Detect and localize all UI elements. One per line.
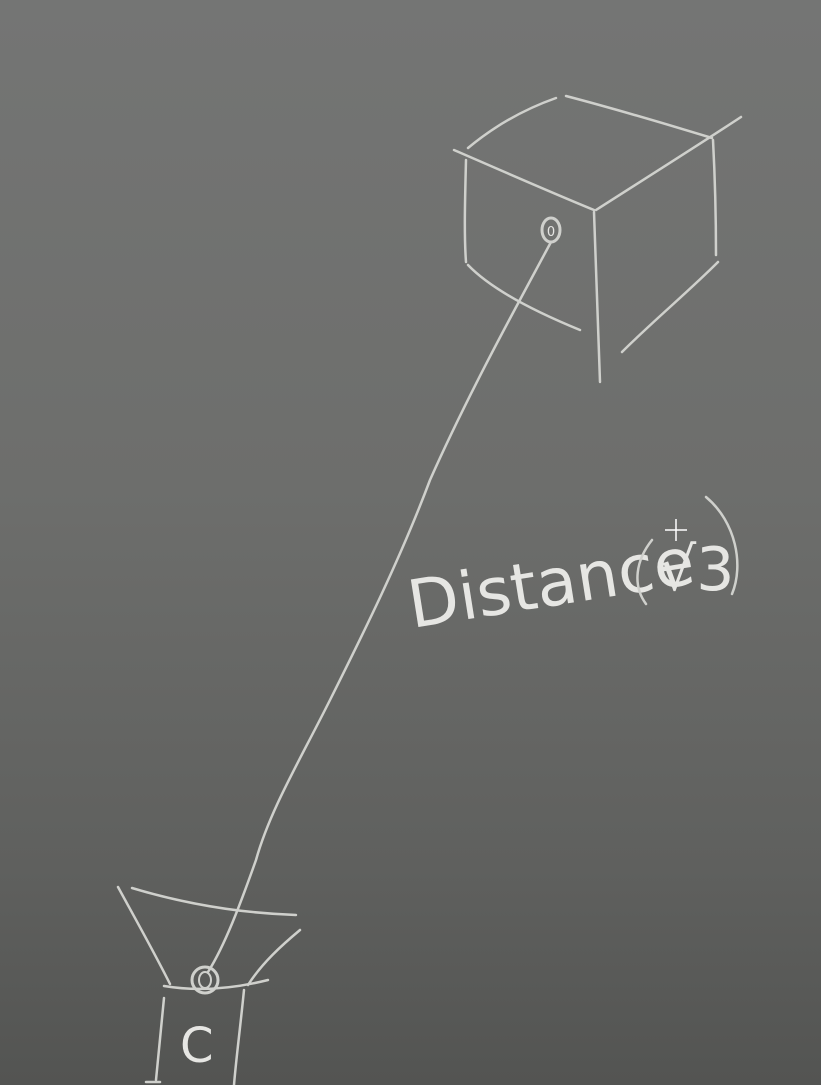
cube-point-glyph: 0 bbox=[547, 225, 555, 240]
cube-front-vertical-edge bbox=[592, 210, 602, 384]
camera-frustum-left-edge bbox=[116, 885, 172, 986]
distance-ray-line bbox=[206, 240, 553, 974]
cube-top-right-edge bbox=[594, 115, 743, 212]
cube-top-back-edge bbox=[564, 94, 714, 140]
camera-frustum-top-edge bbox=[130, 886, 298, 917]
camera-point-marker bbox=[190, 965, 220, 995]
distance-value-close-paren bbox=[704, 495, 739, 596]
cube-top-front-edge bbox=[452, 148, 596, 212]
cube-bottom-right-edge bbox=[620, 260, 720, 354]
distance-value: √3 bbox=[658, 535, 734, 605]
camera-body-left-edge bbox=[154, 996, 166, 1082]
camera-label: C bbox=[180, 1018, 214, 1074]
cube-right-vertical-edge bbox=[711, 138, 718, 257]
camera-body-right-edge bbox=[232, 988, 246, 1085]
distance-label: Distance bbox=[402, 523, 699, 644]
cube-top-back-left-edge bbox=[466, 96, 558, 150]
cube-bottom-left-edge bbox=[466, 263, 582, 332]
cube-left-vertical-edge bbox=[463, 158, 468, 264]
camera-sketch bbox=[116, 885, 302, 1085]
crosshair-icon bbox=[665, 519, 687, 541]
cube-point-marker: 0 bbox=[540, 216, 562, 244]
camera-frustum-base bbox=[162, 978, 270, 991]
distance-value-open-paren bbox=[636, 538, 654, 606]
cube-sketch bbox=[452, 94, 743, 384]
distance-label-group: Distance √3 bbox=[402, 495, 739, 644]
camera-frustum-right-edge bbox=[246, 928, 302, 987]
